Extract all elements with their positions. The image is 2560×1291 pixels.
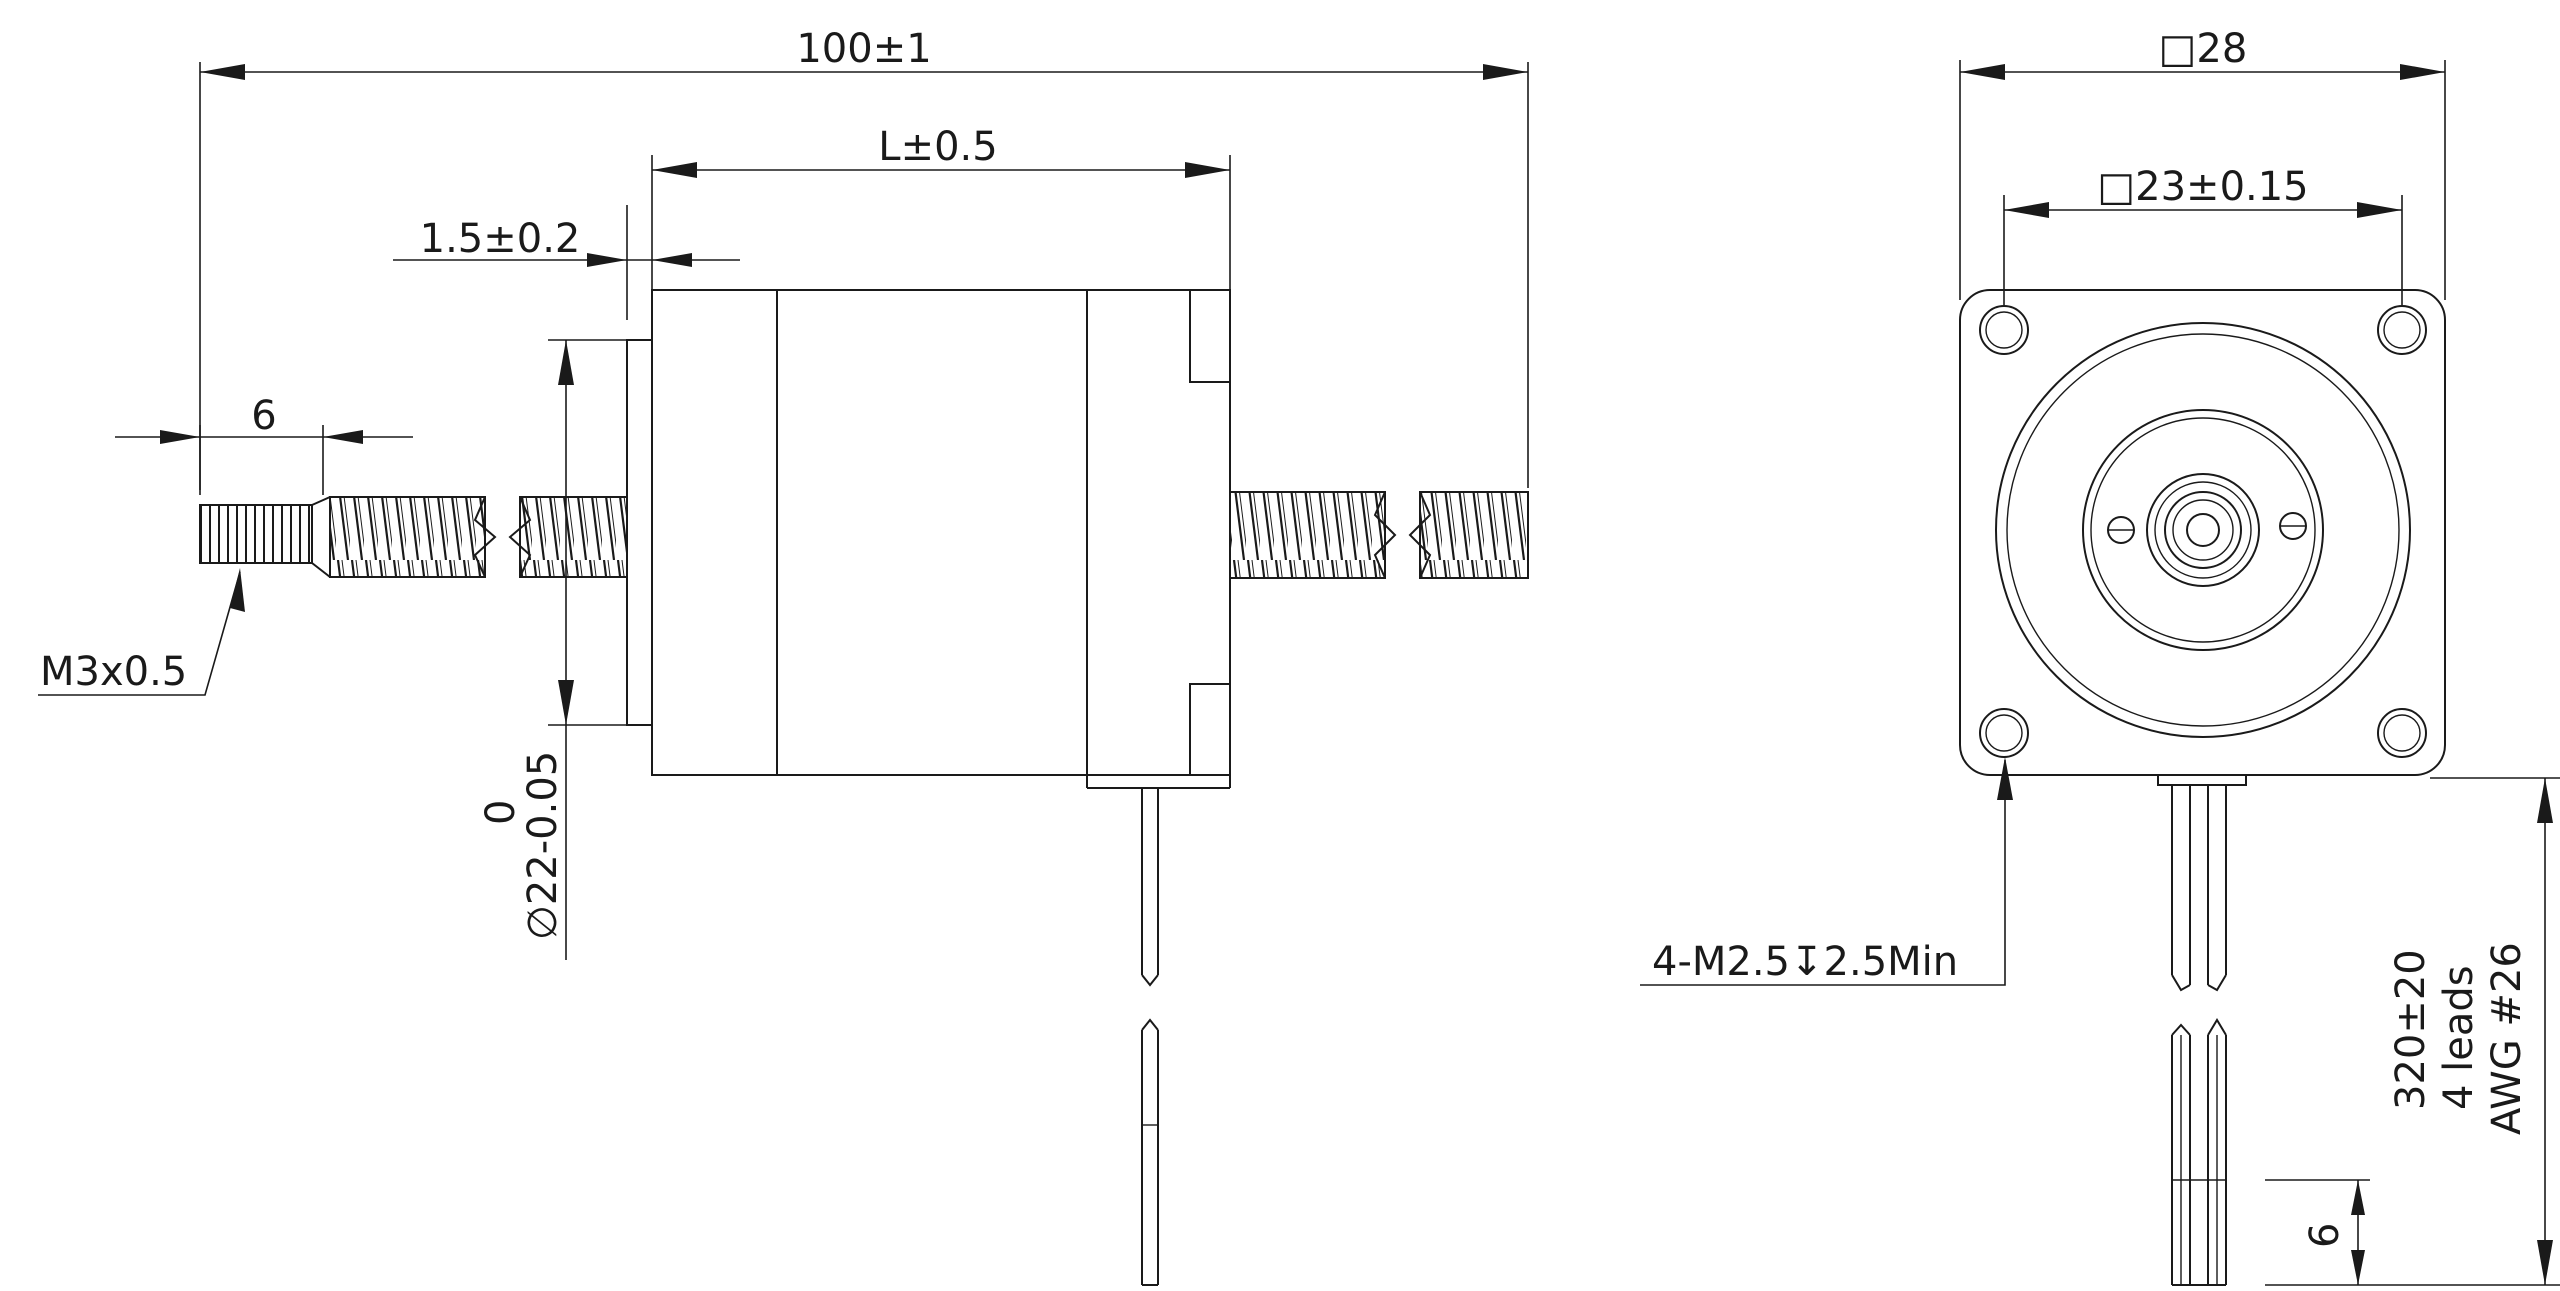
flange-outline [1959,289,2446,776]
lead-wires-front [2157,774,2247,1286]
dim-body-length: L±0.5 [651,124,1231,290]
hole-spacing-label: □23±0.15 [2097,164,2308,210]
dim-strip-length: 6 [2265,1179,2370,1285]
end-thread-length-label: 6 [251,393,276,439]
lead-count-label: 4 leads [2436,965,2482,1110]
dim-end-thread: 6 [115,393,413,495]
pilot-length-label: 1.5±0.2 [420,216,581,262]
mounting-holes-label: 4-M2.5↧2.5Min [1652,939,1958,985]
mounting-hole [1979,708,2029,758]
mounting-hole [2377,708,2427,758]
pilot-diameter-main-label: ∅22-0.05 [520,751,566,940]
dim-hole-spacing: □23±0.15 [2003,164,2403,305]
pilot-boss [626,339,653,726]
front-view: □28 □23±0.15 4-M2.5↧2.5Min 320±20 4 lead… [1640,26,2560,1286]
leader-mounting-holes: 4-M2.5↧2.5Min [1640,757,2013,986]
side-view: 100±1 L±0.5 1.5±0.2 6 [38,26,1529,1286]
dim-pilot-diameter: ∅22-0.05 0 [478,339,627,960]
strip-length-label: 6 [2302,1223,2348,1248]
flange-size-label: □28 [2159,26,2248,72]
lead-length-label: 320±20 [2388,949,2434,1110]
body-length-label: L±0.5 [878,124,997,170]
mounting-hole [2377,305,2427,355]
lead-gauge-label: AWG #26 [2484,942,2530,1135]
dim-flange-size: □28 [1959,26,2446,300]
front-boss [1995,322,2411,738]
dim-pilot-length: 1.5±0.2 [393,205,740,320]
pilot-diameter-upper-label: 0 [478,800,524,825]
lead-screw-left [199,496,628,578]
mounting-hole [1979,305,2029,355]
dim-overall-length: 100±1 [199,26,1529,490]
overall-length-label: 100±1 [796,26,931,72]
dim-lead-length: 320±20 4 leads AWG #26 [2265,777,2560,1286]
motor-body [651,289,1231,789]
lead-wire-side [1141,788,1159,1286]
lead-screw-right [1229,491,1529,579]
end-thread-spec-label: M3x0.5 [40,649,187,695]
leader-end-thread-spec: M3x0.5 [38,568,245,696]
mounting-holes [1979,305,2427,758]
